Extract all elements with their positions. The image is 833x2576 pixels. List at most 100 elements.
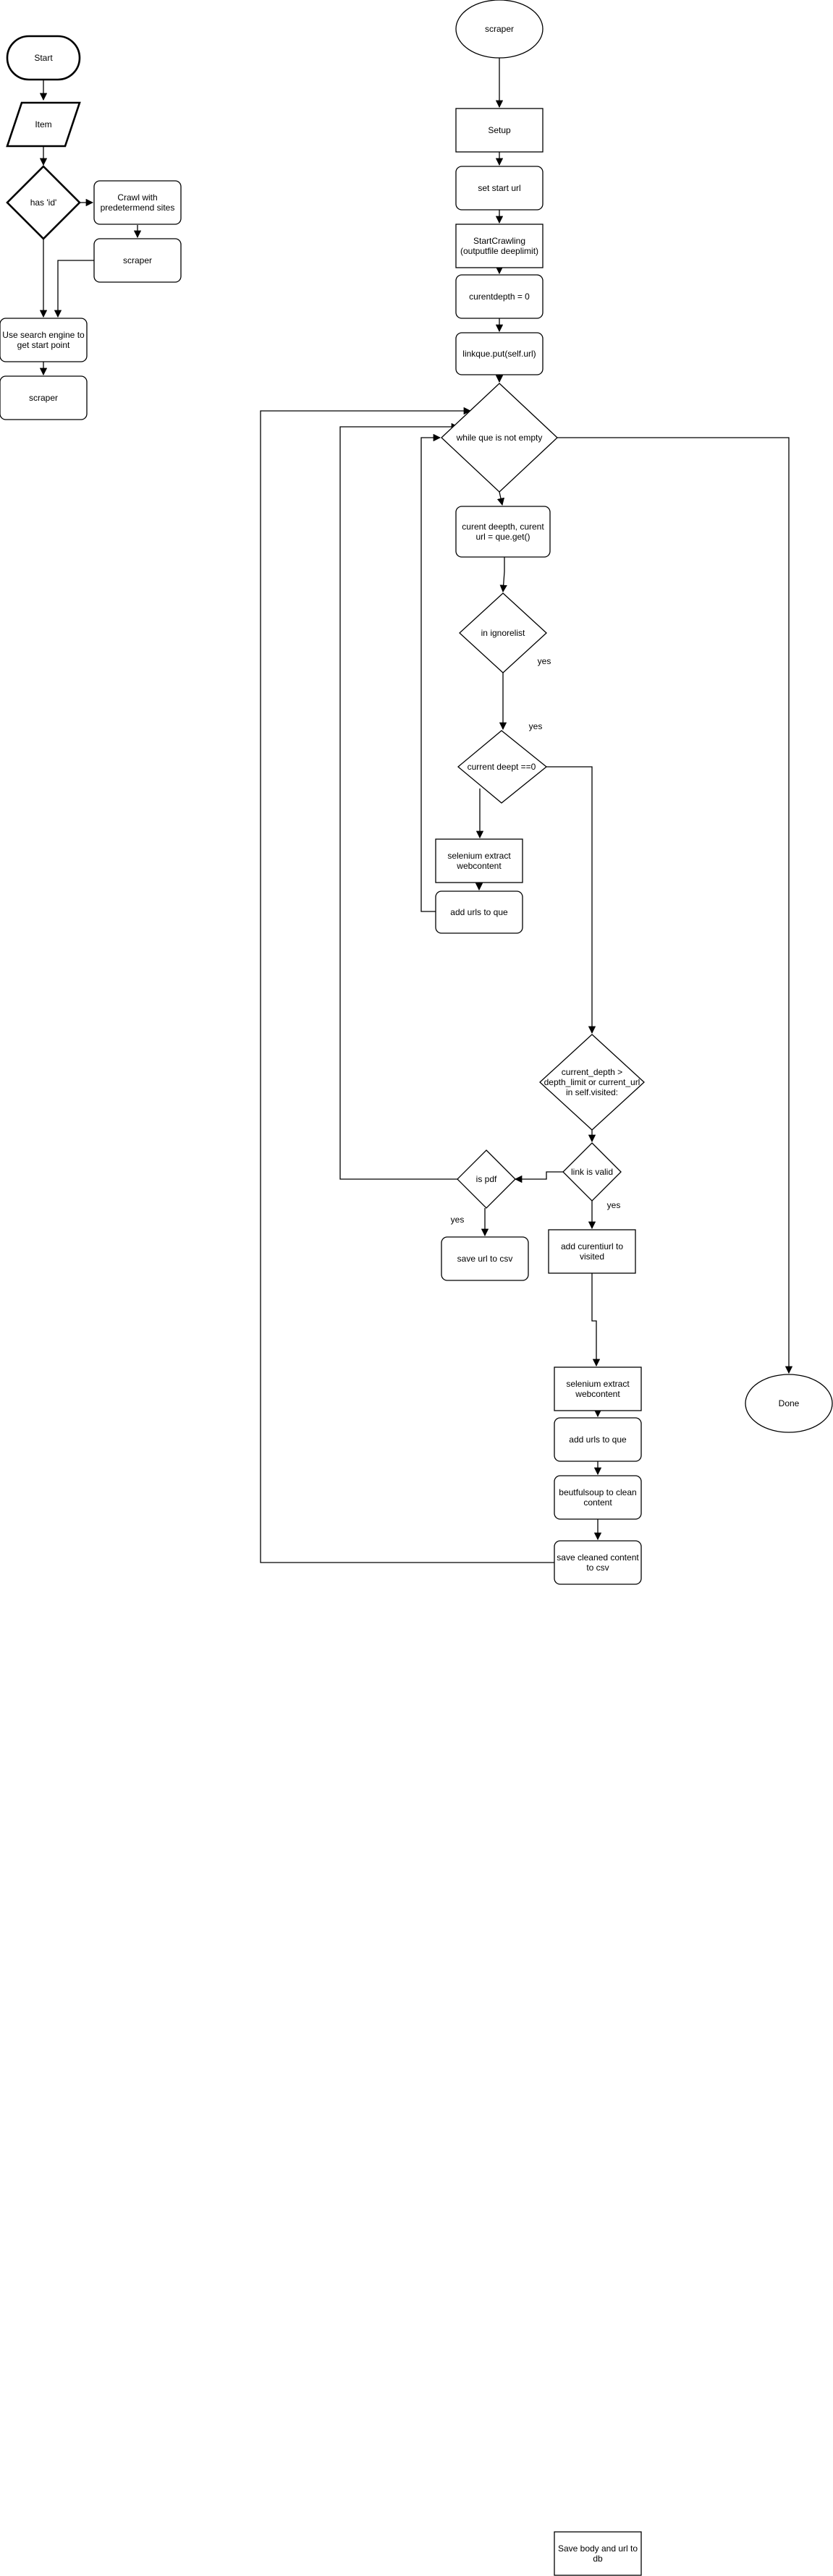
in-ignorelist-decision[interactable] <box>459 592 547 673</box>
save-body-process[interactable] <box>554 2531 642 2576</box>
label-line: webcontent <box>575 1389 620 1399</box>
label-line: set start url <box>478 183 520 193</box>
label-line: curent deepth, curent <box>462 522 544 532</box>
edge-addurls1-while <box>420 433 441 912</box>
is-pdf-label: is pdf <box>476 1174 497 1184</box>
selenium-extract-2-process[interactable] <box>554 1366 642 1411</box>
label-line: scraper <box>123 255 152 265</box>
label-line: webcontent <box>456 861 502 871</box>
add-urls-2-process[interactable] <box>554 1417 642 1462</box>
label-line: scraper <box>485 24 514 34</box>
save-url-csv-process[interactable] <box>441 1236 529 1281</box>
label-line: url = que.get() <box>475 532 530 542</box>
while-que-label: while que is not empty <box>456 433 543 443</box>
save-url-csv-label: save url to csv <box>457 1254 513 1264</box>
label-line: Start <box>34 53 53 63</box>
start-crawling-label: StartCrawling(outputfile deeplimit) <box>460 236 538 256</box>
edge-while-done <box>557 437 793 1374</box>
label-line: is pdf <box>476 1174 497 1184</box>
setup-process[interactable] <box>455 108 544 153</box>
label-line: get start point <box>17 340 70 350</box>
scraper-main-ellipse[interactable] <box>455 0 544 59</box>
edge-while-get <box>496 491 505 506</box>
label-line: Item <box>35 119 51 129</box>
label-line: in self.visited: <box>566 1087 618 1097</box>
label-line: selenium extract <box>447 851 511 861</box>
label-line: to csv <box>586 1563 609 1573</box>
label-line: current_depth > <box>562 1067 622 1077</box>
label-line: (outputfile deeplimit) <box>460 246 538 256</box>
label-line: predetermend sites <box>101 203 175 213</box>
edge-labels: yes yes yes yes <box>451 656 621 1225</box>
in-ignorelist-label: in ignorelist <box>481 628 525 638</box>
crawl-predetermined-process[interactable] <box>93 180 182 225</box>
label-line: linkque.put(self.url) <box>462 349 536 359</box>
label-line: add curentiurl to <box>561 1241 623 1251</box>
current-depth-zero-process[interactable] <box>455 274 544 319</box>
save-cleaned-process[interactable] <box>554 1540 642 1585</box>
item-input[interactable] <box>6 101 81 148</box>
depth-is-zero-label: current deept ==0 <box>468 762 536 772</box>
label-line: current deept ==0 <box>468 762 536 772</box>
linkque-put-process[interactable] <box>455 332 544 375</box>
scraper-left-bottom-process[interactable] <box>0 375 88 420</box>
done-label: Done <box>779 1398 800 1408</box>
label-line: add urls to que <box>450 907 508 917</box>
link-is-valid-label: link is valid <box>571 1167 613 1177</box>
is-pdf-decision[interactable] <box>457 1149 516 1209</box>
label-line: in ignorelist <box>481 628 525 638</box>
add-current-visited-process[interactable] <box>548 1229 636 1274</box>
edge-pdf-while <box>339 422 460 1180</box>
label-line: Save body and url to <box>558 2543 638 2554</box>
label-line: scraper <box>29 393 58 403</box>
depth-limit-decision[interactable] <box>539 1034 645 1131</box>
connectors <box>39 58 793 1563</box>
link-is-valid-decision[interactable] <box>562 1142 622 1202</box>
label-line: link is valid <box>571 1167 613 1177</box>
label-line: content <box>583 1497 612 1508</box>
edge-label-ignorelist-yes: yes <box>538 656 551 666</box>
edge-scraper-search <box>54 260 94 318</box>
while-que-decision[interactable] <box>441 383 558 493</box>
label-line: has 'id' <box>30 197 57 208</box>
setup-label: Setup <box>488 125 511 135</box>
label-line: add urls to que <box>569 1434 627 1445</box>
edge-visited-selenium2 <box>591 1273 601 1367</box>
start-terminator[interactable] <box>6 35 81 81</box>
start-crawling-process[interactable] <box>455 224 544 268</box>
depth-is-zero-decision[interactable] <box>457 730 548 804</box>
label-line: StartCrawling <box>473 236 525 246</box>
start-label: Start <box>34 53 53 63</box>
scraper-left-top-label: scraper <box>123 255 152 265</box>
beautifulsoup-process[interactable] <box>554 1475 642 1520</box>
current-depth-zero-label: curentdepth = 0 <box>469 292 530 302</box>
label-line: Setup <box>488 125 511 135</box>
add-urls-1-process[interactable] <box>435 890 523 934</box>
scraper-left-top-process[interactable] <box>93 238 182 283</box>
scraper-main-label: scraper <box>485 24 514 34</box>
set-start-url-process[interactable] <box>455 166 544 211</box>
label-line: save cleaned content <box>557 1552 639 1563</box>
has-id-decision[interactable] <box>6 165 81 240</box>
label-line: save url to csv <box>457 1254 513 1264</box>
label-line: selenium extract <box>566 1379 630 1389</box>
scraper-left-bottom-label: scraper <box>29 393 58 403</box>
selenium-extract-1-process[interactable] <box>435 838 523 883</box>
current-get-process[interactable] <box>455 506 551 558</box>
label-line: depth_limit or current_url <box>544 1077 640 1087</box>
label-line: db <box>593 2554 603 2564</box>
edge-label-is-pdf-yes: yes <box>451 1215 465 1225</box>
depth-limit-label: current_depth >depth_limit or current_ur… <box>544 1067 640 1097</box>
done-ellipse[interactable] <box>745 1374 833 1433</box>
set-start-url-label: set start url <box>478 183 520 193</box>
edge-label-link-valid-yes: yes <box>607 1200 621 1210</box>
search-engine-process[interactable] <box>0 318 88 362</box>
edge-save-while <box>260 407 554 1563</box>
